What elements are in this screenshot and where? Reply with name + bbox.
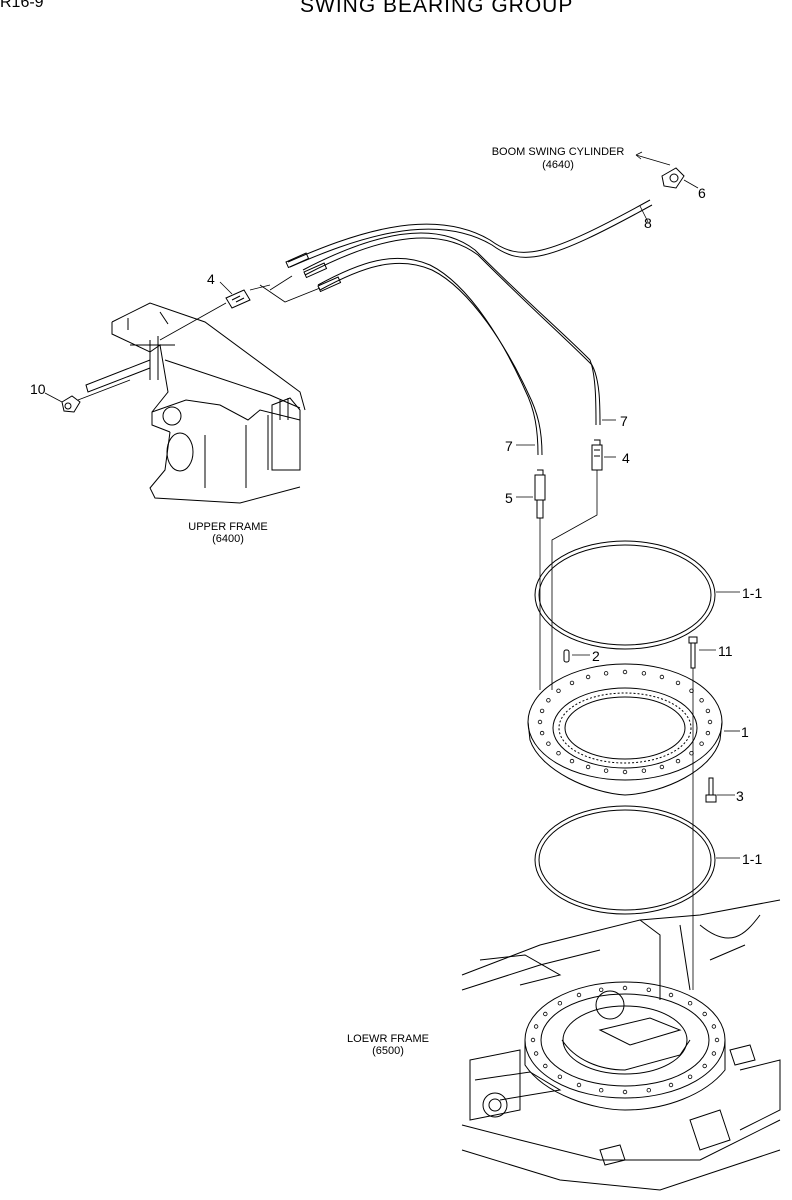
bolt-hole <box>687 1074 693 1079</box>
caption-lower-frame-code: (6500) <box>372 1045 404 1057</box>
callout-10: 10 <box>30 381 46 397</box>
callout-7-left: 7 <box>505 438 513 454</box>
bolt-hole <box>707 719 713 725</box>
bolt-hole <box>699 698 704 703</box>
bolt-hole <box>530 1037 536 1043</box>
bolt-hole <box>711 1051 717 1056</box>
captions: BOOM SWING CYLINDER (4640) UPPER FRAME (… <box>188 146 624 1057</box>
callout-3: 3 <box>736 788 744 804</box>
bolt-hole <box>539 730 545 736</box>
bolt-hole <box>702 1063 707 1069</box>
bolt-hole <box>646 987 651 992</box>
plug-10 <box>61 379 131 413</box>
bolt-hole <box>603 768 609 773</box>
callout-4-left: 4 <box>207 271 215 287</box>
callout-1: 1 <box>741 724 749 740</box>
pin-2 <box>563 649 570 663</box>
caption-upper-frame-code: (6400) <box>212 533 244 545</box>
bolt-hole <box>668 1082 674 1088</box>
bolt-hole <box>543 1063 548 1069</box>
bolt-hole <box>533 1051 539 1056</box>
bolt-hole <box>659 764 665 770</box>
bolt-hole <box>714 1037 720 1043</box>
caption-lower-frame: LOEWR FRAME <box>347 1033 429 1045</box>
bolt-hole <box>711 1024 717 1029</box>
bolt-hole <box>689 751 694 756</box>
bolt-hole <box>705 730 711 736</box>
bolt-hole <box>576 992 582 998</box>
bolt-hole <box>533 1024 539 1029</box>
swing-bearing <box>527 663 723 796</box>
lower-frame-drawing <box>461 899 781 1191</box>
fitting-4-right <box>551 439 603 690</box>
callout-2: 2 <box>592 648 600 664</box>
bolt-hole <box>646 1087 651 1093</box>
bolt-hole <box>599 987 604 992</box>
bolt-hole <box>603 671 609 676</box>
fitting-6 <box>661 167 699 189</box>
o-ring-bottom <box>534 805 716 915</box>
bolt-hole <box>557 1074 563 1079</box>
callout-1-1-bottom: 1-1 <box>742 851 762 867</box>
bolt-hole <box>705 708 711 714</box>
fitting-5 <box>534 469 546 690</box>
bolt-hole <box>585 674 591 680</box>
callout-6: 6 <box>698 185 706 201</box>
bolt-hole <box>539 708 545 714</box>
bolt-hole <box>546 741 551 746</box>
o-ring-top <box>534 540 716 650</box>
upper-frame-drawing <box>85 302 306 504</box>
bolt-hole <box>675 758 681 764</box>
caption-boom-swing-cylinder-code: (4640) <box>542 159 574 171</box>
bolt-hole <box>557 1001 563 1006</box>
bolt-3 <box>705 777 717 803</box>
bolt-hole <box>537 719 543 725</box>
bolt-hole <box>668 992 674 998</box>
page-code: R16-9 <box>0 0 44 11</box>
bolt-hole <box>641 768 647 773</box>
bolt-hole <box>556 751 561 756</box>
bolt-hole <box>687 1001 693 1006</box>
bolt-hole <box>702 1011 707 1017</box>
bolt-hole <box>556 688 561 693</box>
hose-assembly <box>249 199 653 456</box>
bolt-hole <box>546 698 551 703</box>
bolt-hole <box>622 1089 628 1095</box>
callout-4-right: 4 <box>622 450 630 466</box>
callouts: 6 8 4 10 7 7 4 5 1-1 2 11 1 3 1-1 <box>30 185 762 867</box>
callout-5: 5 <box>505 490 513 506</box>
bolt-hole <box>569 680 575 686</box>
bolt-hole <box>585 764 591 770</box>
caption-upper-frame: UPPER FRAME <box>188 521 267 533</box>
bolt-hole <box>569 758 575 764</box>
callout-8: 8 <box>644 215 652 231</box>
bolt-hole <box>599 1087 604 1093</box>
callout-11: 11 <box>718 643 733 659</box>
bolt-hole <box>641 671 647 676</box>
bolt-hole <box>622 769 628 775</box>
bolt-hole <box>543 1011 548 1017</box>
caption-boom-swing-cylinder: BOOM SWING CYLINDER <box>492 146 625 158</box>
bolt-hole <box>622 669 628 675</box>
callout-7-right: 7 <box>620 413 628 429</box>
bolt-hole <box>622 985 628 991</box>
leader-lines <box>44 151 740 859</box>
bolt-hole <box>699 741 704 746</box>
page-title: SWING BEARING GROUP <box>300 0 574 17</box>
fitting-4-left <box>159 289 251 341</box>
bolt-hole <box>576 1082 582 1088</box>
bolt-hole <box>689 688 694 693</box>
callout-1-1-top: 1-1 <box>742 585 762 601</box>
bolt-hole <box>675 680 681 686</box>
bolt-hole <box>659 674 665 680</box>
